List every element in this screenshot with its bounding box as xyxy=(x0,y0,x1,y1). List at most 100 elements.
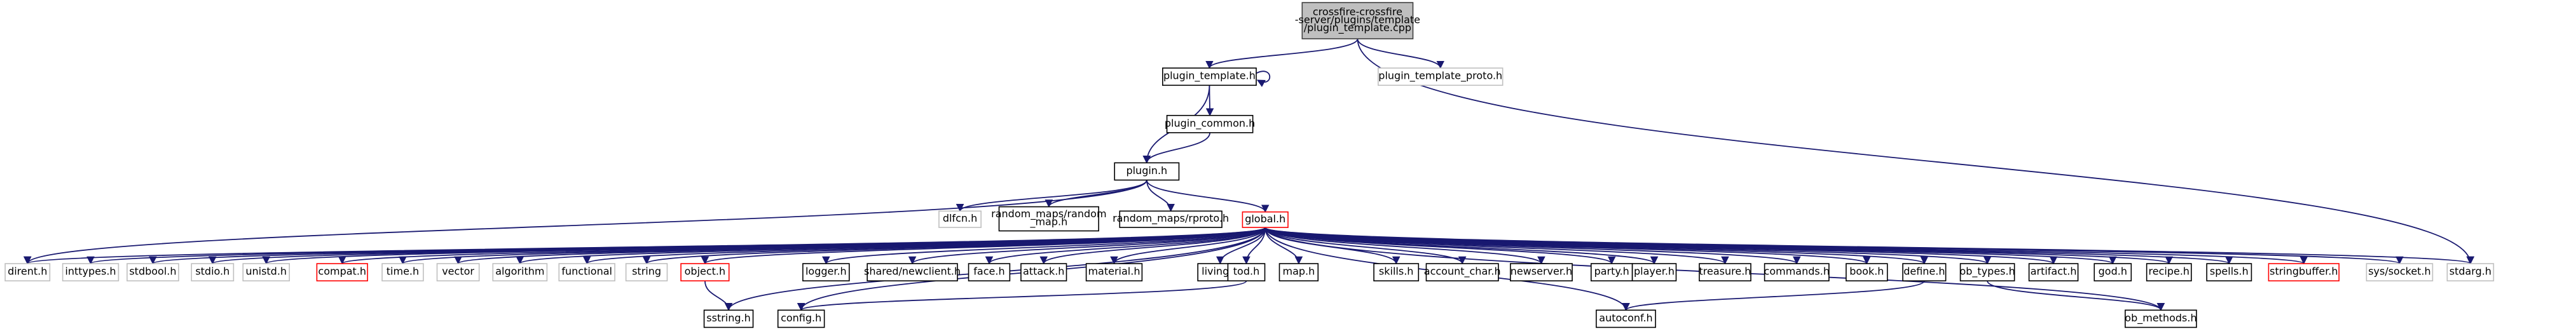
node-material-h[interactable]: material.h xyxy=(1085,263,1143,281)
edge-tod-h-to-config-h xyxy=(797,280,1247,311)
node-define-h[interactable]: define.h xyxy=(1902,263,1947,281)
node-label: global.h xyxy=(1245,213,1285,225)
node-label: plugin_common.h xyxy=(1165,117,1255,130)
node-account-char-h[interactable]: account_char.h xyxy=(1424,263,1501,281)
node-player-h[interactable]: player.h xyxy=(1631,263,1677,281)
node-rproto-h[interactable]: random_maps/rproto.h xyxy=(1113,210,1229,228)
node-autoconf-h[interactable]: autoconf.h xyxy=(1596,309,1656,328)
node-socket-h[interactable]: sys/socket.h xyxy=(2366,263,2434,281)
node-box xyxy=(2093,263,2132,281)
node-ob-types-h[interactable]: ob_types.h xyxy=(1959,263,2015,281)
edge-root-to-plugin-template-h xyxy=(1205,38,1359,69)
node-label: ob_methods.h xyxy=(2125,312,2196,325)
node-label: plugin_template.h xyxy=(1163,70,1256,83)
node-label: unistd.h xyxy=(245,265,287,278)
node-algorithm[interactable]: algorithm xyxy=(492,263,548,281)
node-book-h[interactable]: book.h xyxy=(1846,263,1888,281)
node-plugin-template-proto-h[interactable]: plugin_template_proto.h xyxy=(1378,67,1504,86)
node-box xyxy=(1166,114,1254,133)
node-box xyxy=(2028,263,2079,281)
node-party-h[interactable]: party.h xyxy=(1590,263,1633,281)
node-map-h[interactable]: map.h xyxy=(1278,263,1319,281)
node-config-h[interactable]: config.h xyxy=(777,309,825,328)
node-label: commands.h xyxy=(1764,265,1830,278)
node-plugin-template-h[interactable]: plugin_template.h xyxy=(1162,67,1257,86)
node-label: stdio.h xyxy=(195,265,230,278)
node-box xyxy=(1242,211,1289,228)
node-box xyxy=(2366,263,2434,281)
node-plugin-common-h[interactable]: plugin_common.h xyxy=(1165,114,1255,133)
node-label: object.h xyxy=(685,265,726,278)
node-label: treasure.h xyxy=(1699,265,1751,278)
node-box xyxy=(558,263,615,281)
node-god-h[interactable]: god.h xyxy=(2093,263,2132,281)
node-compat-h[interactable]: compat.h xyxy=(316,263,368,281)
edge-plugin-common-h-to-plugin-h xyxy=(1142,132,1210,164)
node-stdbool-h[interactable]: stdbool.h xyxy=(127,263,179,281)
node-box xyxy=(802,263,850,281)
node-label: player.h xyxy=(1634,265,1675,278)
node-stringbuffer-h[interactable]: stringbuffer.h xyxy=(2268,263,2340,281)
node-attack-h[interactable]: attack.h xyxy=(1020,263,1067,281)
node-skills-h[interactable]: skills.h xyxy=(1373,263,1420,281)
node-sstring-h[interactable]: sstring.h xyxy=(703,309,754,328)
node-dlfcn-h[interactable]: dlfcn.h xyxy=(938,210,982,228)
node-newclient-h[interactable]: shared/newclient.h xyxy=(864,263,961,281)
node-box xyxy=(2446,263,2495,281)
node-object-h[interactable]: object.h xyxy=(680,263,730,281)
node-commands-h[interactable]: commands.h xyxy=(1764,263,1830,281)
node-global-h[interactable]: global.h xyxy=(1242,211,1289,228)
node-box xyxy=(680,263,730,281)
node-unistd-h[interactable]: unistd.h xyxy=(242,263,290,281)
edge-global-h-to-face-h xyxy=(985,227,1266,265)
node-box xyxy=(1114,162,1180,181)
node-box xyxy=(1227,263,1266,281)
node-root[interactable]: crossfire-crossfire-server/plugins/templ… xyxy=(1295,2,1420,39)
node-box xyxy=(1425,263,1499,281)
node-ob-methods-h[interactable]: ob_methods.h xyxy=(2125,309,2197,328)
node-face-h[interactable]: face.h xyxy=(968,263,1011,281)
node-label: -server/plugins/template xyxy=(1295,14,1420,26)
edge-global-h-to-attack-h xyxy=(1039,227,1266,265)
edge-global-h-to-object-h xyxy=(701,227,1266,265)
node-stdio-h[interactable]: stdio.h xyxy=(191,263,235,281)
node-functional[interactable]: functional xyxy=(558,263,615,281)
node-label: book.h xyxy=(1849,265,1884,278)
node-box xyxy=(998,206,1099,232)
node-string[interactable]: string xyxy=(625,263,668,281)
node-label: map.h xyxy=(1282,265,1315,278)
node-box xyxy=(381,263,424,281)
node-box xyxy=(703,309,754,328)
node-label: sys/socket.h xyxy=(2368,265,2431,278)
node-time-h[interactable]: time.h xyxy=(381,263,424,281)
edge-global-h-to-material-h xyxy=(1110,227,1266,265)
node-treasure-h[interactable]: treasure.h xyxy=(1699,263,1751,281)
node-box xyxy=(492,263,548,281)
node-artifact-h[interactable]: artifact.h xyxy=(2028,263,2079,281)
node-box xyxy=(625,263,668,281)
node-recipe-h[interactable]: recipe.h xyxy=(2146,263,2192,281)
node-label: plugin.h xyxy=(1126,165,1167,177)
node-box xyxy=(968,263,1011,281)
node-box xyxy=(1278,263,1319,281)
node-label: stdbool.h xyxy=(129,265,176,278)
node-box xyxy=(1378,67,1504,86)
node-label: time.h xyxy=(387,265,419,278)
node-logger-h[interactable]: logger.h xyxy=(802,263,850,281)
node-tod-h[interactable]: tod.h xyxy=(1227,263,1266,281)
edge-layer xyxy=(24,38,2475,311)
node-stdarg-h[interactable]: stdarg.h xyxy=(2446,263,2495,281)
node-dirent-h[interactable]: dirent.h xyxy=(4,263,51,281)
node-box xyxy=(777,309,825,328)
node-label: autoconf.h xyxy=(1599,312,1652,324)
node-label: _map.h xyxy=(1029,216,1067,229)
node-box xyxy=(1162,67,1257,86)
node-newserver-h[interactable]: newserver.h xyxy=(1510,263,1573,281)
node-plugin-h[interactable]: plugin.h xyxy=(1114,162,1180,181)
node-spells-h[interactable]: spells.h xyxy=(2206,263,2252,281)
node-vector[interactable]: vector xyxy=(436,263,480,281)
node-random-map-h[interactable]: random_maps/random_map.h xyxy=(991,206,1107,232)
node-inttypes-h[interactable]: inttypes.h xyxy=(62,263,120,281)
edge-global-h-to-map-h xyxy=(1264,227,1303,265)
